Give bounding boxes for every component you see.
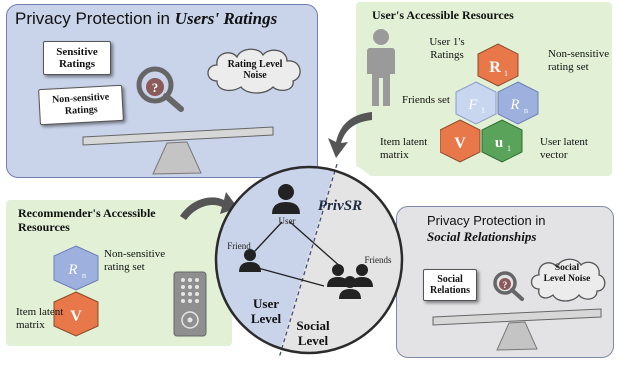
friends-node-label: Friends	[365, 255, 392, 265]
svg-text:1: 1	[504, 69, 508, 78]
hex-V: V	[440, 119, 481, 163]
user1-ratings-label: User 1's Ratings	[429, 36, 465, 61]
friends-set-label: Friends set	[402, 94, 450, 106]
svg-text:?: ?	[152, 80, 159, 95]
social-level-label: Social Level	[296, 318, 330, 348]
hex-u1: u 1	[481, 119, 523, 163]
svg-text:R: R	[67, 262, 77, 278]
social-magnifier-question-icon: ?	[493, 271, 524, 301]
svg-text:V: V	[70, 308, 82, 325]
svg-text:n: n	[82, 271, 86, 280]
social-noise-label: Social Level Noise	[543, 263, 591, 284]
privsr-circle: PrivSR User Friend Friends	[214, 163, 404, 359]
user-level-label: User Level	[250, 296, 282, 326]
social-noise-cloud	[530, 258, 606, 302]
rec-nonsensitive-label: Non-sensitive rating set	[104, 248, 166, 273]
rating-noise-label: Rating Level Noise	[227, 59, 283, 81]
user-item-latent-label: Item latent matrix	[380, 136, 428, 161]
social-seesaw-scale	[432, 308, 602, 351]
hex-F1: F 1	[455, 81, 497, 125]
hex-R1: R 1	[477, 43, 519, 87]
svg-text:F: F	[467, 97, 478, 113]
svg-text:R: R	[489, 59, 501, 76]
hex-Rn: R n	[497, 81, 539, 125]
rec-hex-V: V	[53, 291, 99, 337]
privsr-title: PrivSR	[318, 198, 362, 214]
user-latent-label: User latent vector	[540, 136, 588, 161]
friends-group-icon	[327, 264, 373, 299]
svg-text:V: V	[454, 135, 466, 152]
curved-arrow-icon	[328, 112, 372, 158]
svg-text:u: u	[495, 135, 503, 151]
panel-social: Privacy Protection in Social Relationshi…	[396, 206, 614, 358]
rec-hex-Rn: R n	[53, 245, 99, 291]
svg-text:n: n	[524, 106, 528, 115]
svg-text:R: R	[509, 97, 519, 113]
users-ratings-title: Privacy Protection in Users' Ratings	[15, 9, 278, 28]
magnifier-question-icon: ?	[136, 66, 184, 112]
resource-hexagons: R 1 F 1 R n V u 1	[440, 43, 539, 163]
social-title: Privacy Protection in Social Relationshi…	[427, 213, 546, 244]
user-resources-title: User's Accessible Resources	[372, 8, 514, 22]
seesaw-scale	[82, 126, 274, 175]
user-person-icon	[272, 184, 300, 214]
svg-text:1: 1	[507, 144, 511, 153]
person-icon	[367, 29, 395, 106]
rec-item-latent-label: Item latent matrix	[16, 306, 64, 331]
recommender-title: Recommender's Accessible Resources	[18, 206, 156, 234]
friend-node-label: Friend	[227, 241, 251, 251]
recommender-hexagons: R n V	[53, 245, 99, 337]
user-node-label: User	[279, 216, 296, 226]
user-nonsensitive-label: Non-sensitive rating set	[548, 48, 610, 73]
rating-noise-cloud	[207, 48, 301, 94]
curved-arrow-icon-left	[180, 192, 238, 220]
svg-text:1: 1	[481, 106, 485, 115]
svg-text:?: ?	[503, 280, 508, 290]
friend-person-icon	[239, 249, 261, 272]
social-relations-card: Social Relations	[423, 269, 477, 301]
panel-users-ratings: Privacy Protection in Users' Ratings Sen…	[6, 4, 318, 178]
sensitive-ratings-card: Sensitive Ratings	[43, 41, 111, 75]
remote-control-icon	[173, 271, 207, 337]
